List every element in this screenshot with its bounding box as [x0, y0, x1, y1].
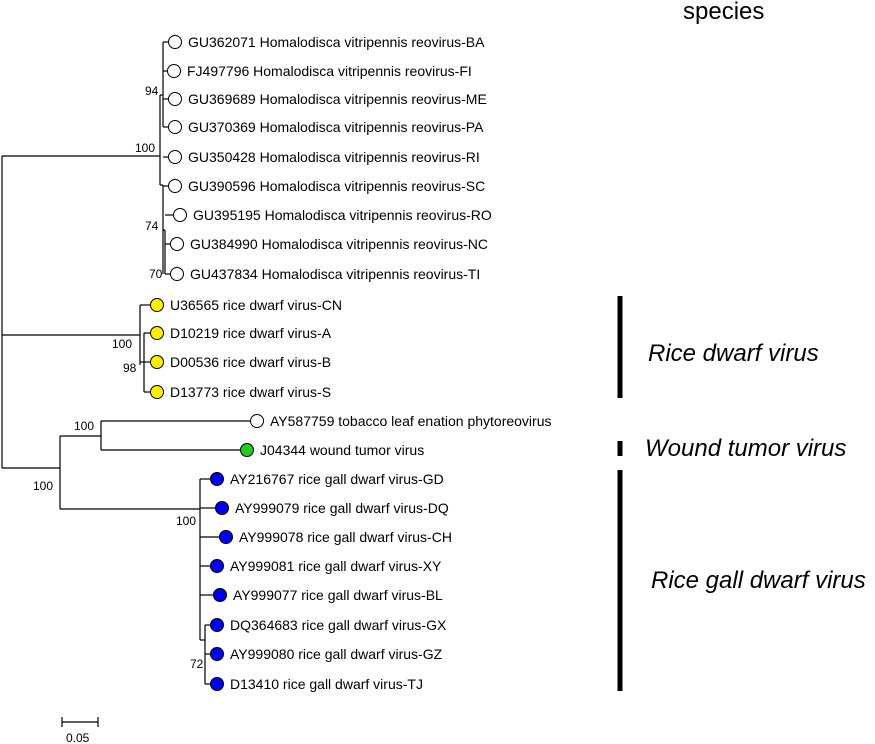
bootstrap-value: 100 — [112, 337, 132, 351]
leaf-marker — [150, 355, 164, 369]
scale-bar: 0.05 — [61, 717, 99, 744]
leaf-marker — [250, 414, 264, 428]
leaf-marker — [219, 530, 233, 544]
leaf-marker — [210, 618, 224, 632]
taxon-label: GU437834 Homalodisca vitripennis reoviru… — [190, 266, 480, 282]
leaf-marker — [210, 559, 224, 573]
taxon-label: D10219 rice dwarf virus-A — [170, 325, 332, 341]
leaf-marker — [150, 326, 164, 340]
taxon-label: AY999081 rice gall dwarf virus-XY — [230, 558, 442, 574]
leaf-marker — [215, 501, 229, 515]
taxon-label: AY999077 rice gall dwarf virus-BL — [233, 587, 443, 603]
bootstrap-value: 74 — [145, 219, 159, 233]
leaf-marker — [210, 472, 224, 486]
taxon-label: AY999078 rice gall dwarf virus-CH — [239, 529, 452, 545]
taxon-label: FJ497796 Homalodisca vitripennis reoviru… — [187, 63, 472, 79]
leaf-marker — [173, 208, 187, 222]
leaf-marker — [210, 647, 224, 661]
species-label-rdv: Rice dwarf virus — [648, 340, 819, 367]
taxon-label: GU350428 Homalodisca vitripennis reoviru… — [188, 149, 480, 165]
species-label-wtv: Wound tumor virus — [645, 435, 846, 462]
leaf-marker — [168, 35, 182, 49]
leaf-marker — [167, 64, 181, 78]
taxon-label: GU370369 Homalodisca vitripennis reoviru… — [188, 119, 484, 135]
leaf-nodes: GU362071 Homalodisca vitripennis reoviru… — [150, 34, 552, 692]
bootstrap-value: 100 — [176, 514, 196, 528]
leaf-marker — [150, 385, 164, 399]
bootstrap-value: 94 — [145, 84, 159, 98]
leaf-marker — [168, 120, 182, 134]
taxon-label: GU369689 Homalodisca vitripennis reoviru… — [188, 91, 487, 107]
taxon-label: D00536 rice dwarf virus-B — [170, 354, 331, 370]
bootstrap-value: 100 — [135, 141, 155, 155]
taxon-label: AY216767 rice gall dwarf virus-GD — [230, 471, 444, 487]
taxon-label: U36565 rice dwarf virus-CN — [170, 297, 342, 313]
leaf-marker — [170, 237, 184, 251]
taxon-label: D13773 rice dwarf virus-S — [170, 384, 331, 400]
leaf-marker — [170, 267, 184, 281]
leaf-marker — [168, 92, 182, 106]
leaf-marker — [168, 150, 182, 164]
bootstrap-value: 100 — [74, 419, 94, 433]
leaf-marker — [240, 443, 254, 457]
scale-bar-label: 0.05 — [66, 731, 90, 744]
taxon-label: AY999080 rice gall dwarf virus-GZ — [230, 646, 443, 662]
bootstrap-values: 94 100 74 70 100 98 100 100 100 72 — [33, 84, 204, 671]
bootstrap-value: 70 — [149, 267, 163, 281]
species-label-rgdv: Rice gall dwarf virus — [651, 567, 866, 594]
bootstrap-value: 72 — [190, 657, 204, 671]
bootstrap-value: 98 — [123, 361, 137, 375]
taxon-label: GU390596 Homalodisca vitripennis reoviru… — [188, 178, 485, 194]
taxon-label: GU384990 Homalodisca vitripennis reoviru… — [190, 236, 488, 252]
leaf-marker — [210, 677, 224, 691]
taxon-label: D13410 rice gall dwarf virus-TJ — [230, 676, 423, 692]
leaf-marker — [150, 298, 164, 312]
bootstrap-value: 100 — [33, 479, 53, 493]
taxon-label: GU395195 Homalodisca vitripennis reoviru… — [193, 207, 492, 223]
leaf-marker — [213, 588, 227, 602]
tree-branches — [1, 41, 250, 685]
taxon-label: GU362071 Homalodisca vitripennis reoviru… — [188, 34, 485, 50]
taxon-label: AY999079 rice gall dwarf virus-DQ — [235, 500, 449, 516]
taxon-label: J04344 wound tumor virus — [260, 442, 424, 458]
leaf-marker — [168, 179, 182, 193]
species-header: species — [683, 0, 764, 25]
taxon-label: DQ364683 rice gall dwarf virus-GX — [230, 617, 447, 633]
taxon-label: AY587759 tobacco leaf enation phytoreovi… — [270, 413, 552, 429]
